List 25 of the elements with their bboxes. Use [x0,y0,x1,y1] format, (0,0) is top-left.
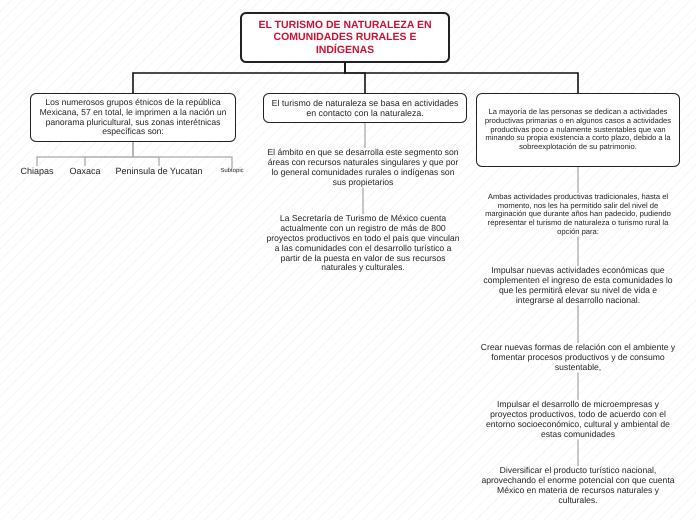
title-text: EL TURISMO DE NATURALEZA EN COMUNIDADES RURALES E INDÍGENAS [257,19,433,56]
connector-line [344,63,579,93]
note-text: Impulsar nuevas actividades económicas que complementen el ingreso de esta comunidades lo que les permitirá elevar su nivel de vida e integrarse al desarrollo nacional. [480,266,676,306]
note-text: Diversificar el producto turístico nacional, aprovechando el enorme potencial con que cuenta México en materia de recursos naturales y culturales. [480,466,676,506]
topic-text: Los numerosos grupos étnicos de la república Mexicana, 57 en total, le imprimen a la nación un panorama pluricultural, sus zonas interétnicas específicas son: [38,98,228,138]
subtopic-text: Chiapas [14,166,60,176]
topic-box [476,93,680,167]
topic-box [30,93,236,142]
connector-line [362,188,364,214]
subtopic-text: Peninsula de Yucatan [112,166,206,176]
title-box [240,12,450,63]
connector-line [577,306,579,343]
note-text: Impulsar el desarrollo de microempresas y proyectos productivos, todo de acuerdo con el entorno socioeconómico, cultural y ambiental de estas comunidades [480,400,676,440]
note-text: La Secretaría de Turismo de México cuenta actualmente con un registro de más de 800 proyectos productivos en todo el país que vinculan a las comunidades con el desarrollo turístico a partir de la puesta en valor de sus recursos naturales y culturales. [266,214,460,274]
connector-line [577,167,579,193]
subtopic-text: Oaxaca [64,166,106,176]
connector-line [132,142,233,168]
note-text: Crear nuevas formas de relación con el ambiente y fomentar procesos productivos y de consumo sustentable, [480,343,676,373]
connector-line [577,440,579,466]
topic-text: El turismo de naturaleza se basa en actividades en contacto con la naturaleza. [270,98,460,118]
topic-box [263,93,467,123]
connector-line [577,236,579,266]
connector-line [364,123,366,148]
note-text: El ámbito en que se desarrolla este segmento son áreas con recursos naturales singulares y que por lo general comunidades rurales o indígenas son sus propietarios [266,148,460,188]
connector-line [577,372,579,400]
